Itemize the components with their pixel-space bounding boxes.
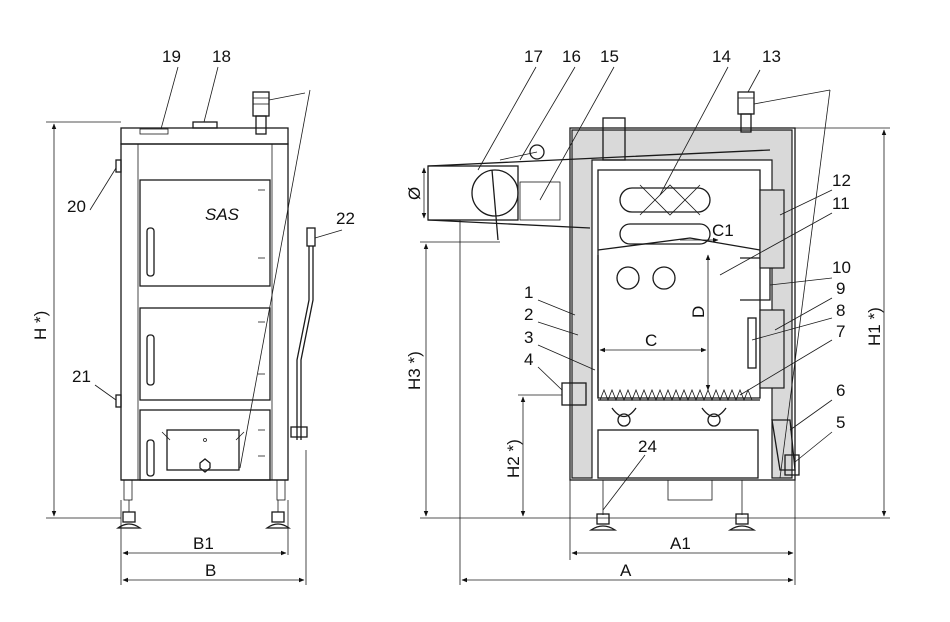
ash-pan [597, 429, 759, 479]
secondary-air-10 [740, 257, 771, 301]
dim-C: C [645, 331, 657, 350]
door-sight-8 [747, 317, 757, 369]
water-jacket [597, 169, 761, 399]
socket-20 [115, 159, 122, 173]
upper-door-handle [146, 227, 155, 277]
callout-6: 6 [836, 381, 845, 400]
callout-12: 12 [832, 171, 851, 190]
middle-door [139, 307, 271, 401]
thermostat-icon [737, 89, 831, 133]
baffle-14 [619, 184, 711, 245]
inspection-plate-15 [519, 181, 561, 221]
base-rail [667, 479, 713, 501]
callout-9: 9 [836, 279, 845, 298]
latch-5 [784, 454, 800, 476]
inlet-pipe-4 [561, 382, 587, 406]
dim-diameter: Ø [405, 187, 424, 200]
dim-B1: B1 [193, 534, 214, 553]
callout-4: 4 [524, 350, 533, 369]
callout-19: 19 [162, 47, 181, 66]
dim-H3: H3 *) [405, 351, 424, 390]
dim-A1: A1 [670, 534, 691, 553]
front-view: SAS [31, 47, 355, 585]
callout-14: 14 [712, 47, 731, 66]
ash-door-handle [146, 439, 155, 477]
opening-left [616, 266, 640, 290]
callout-3: 3 [524, 328, 533, 347]
callout-22: 22 [336, 209, 355, 228]
thermometer-icon [252, 91, 306, 135]
flue-outlet [427, 165, 519, 221]
logo-text: SAS [205, 205, 240, 224]
callout-17: 17 [524, 47, 543, 66]
middle-door-handle [146, 334, 155, 386]
socket-21 [115, 394, 122, 408]
dim-D: D [689, 306, 708, 318]
side-section-view: C D C1 Ø H3 *) H2 *) H1 *) A1 A [405, 47, 890, 585]
dim-H1: H1 *) [865, 307, 884, 346]
damper-knob [529, 144, 545, 160]
top-plate-19 [139, 128, 169, 135]
side-right-foot [727, 480, 757, 531]
callout-10: 10 [832, 258, 851, 277]
damper-16 [471, 169, 519, 217]
callout-13: 13 [762, 47, 781, 66]
dim-H: H *) [31, 311, 50, 340]
dim-A: A [620, 561, 632, 580]
front-left-foot [115, 500, 143, 529]
flue-collar-18 [192, 121, 218, 129]
ash-door-flap [166, 429, 240, 471]
callout-2: 2 [524, 305, 533, 324]
callout-11: 11 [832, 194, 850, 213]
callout-18: 18 [212, 47, 231, 66]
shaker-lever-22 [290, 227, 316, 440]
bolt-icon [199, 458, 211, 473]
dim-H2: H2 *) [504, 439, 523, 478]
ash-door-6 [771, 419, 796, 471]
callout-20: 20 [67, 197, 86, 216]
callout-1: 1 [524, 283, 533, 302]
opening-right [652, 266, 676, 290]
callout-15: 15 [600, 47, 619, 66]
upper-door [139, 179, 271, 287]
flue-stub [602, 117, 626, 161]
callout-24: 24 [638, 437, 657, 456]
flue-pipe-17 [427, 149, 771, 229]
callout-16: 16 [562, 47, 581, 66]
side-casing [569, 127, 796, 481]
middle-door-insulation-9 [759, 309, 785, 389]
callout-5: 5 [836, 413, 845, 432]
side-left-foot [588, 480, 618, 531]
grate-7 [598, 388, 760, 427]
damper-rod [491, 169, 499, 241]
dim-C1: C1 [712, 221, 734, 240]
insulation-2 [571, 129, 793, 479]
callout-8: 8 [836, 301, 845, 320]
top-cover [120, 127, 289, 145]
upper-door-insulation-12 [759, 189, 785, 269]
callout-7: 7 [836, 322, 845, 341]
front-right-foot [264, 500, 292, 529]
dim-B: B [205, 561, 216, 580]
callout-21: 21 [72, 367, 91, 386]
